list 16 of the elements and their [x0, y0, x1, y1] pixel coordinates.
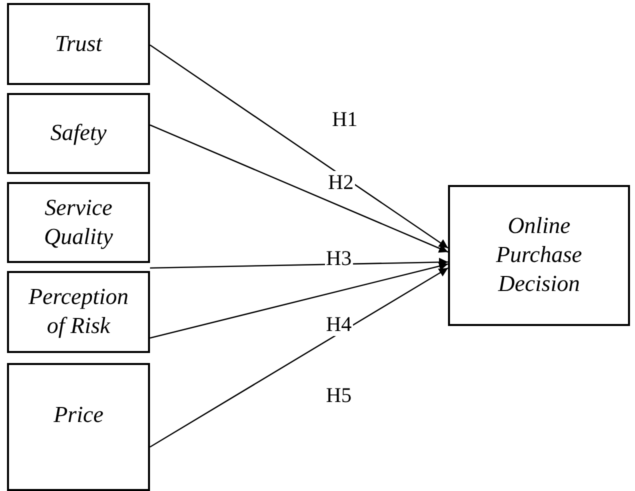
- variable-name: Safety: [50, 119, 107, 148]
- arrow: [150, 124, 448, 253]
- arrow: [150, 262, 448, 339]
- variable-name: Online Purchase Decision: [494, 212, 583, 298]
- variable-name: Perception of Risk: [27, 283, 130, 340]
- variable-box: [7, 363, 150, 491]
- variable-box: [7, 93, 150, 174]
- variable-box: [7, 3, 150, 85]
- arrow: [150, 267, 448, 448]
- variable-name: Price: [54, 400, 104, 429]
- variable-box: [448, 185, 630, 326]
- variable-name: Trust: [54, 30, 102, 58]
- variable-box: [7, 182, 150, 263]
- arrow: [150, 44, 448, 249]
- variable-box: [7, 271, 150, 353]
- variable-name: Service Quality: [43, 194, 114, 251]
